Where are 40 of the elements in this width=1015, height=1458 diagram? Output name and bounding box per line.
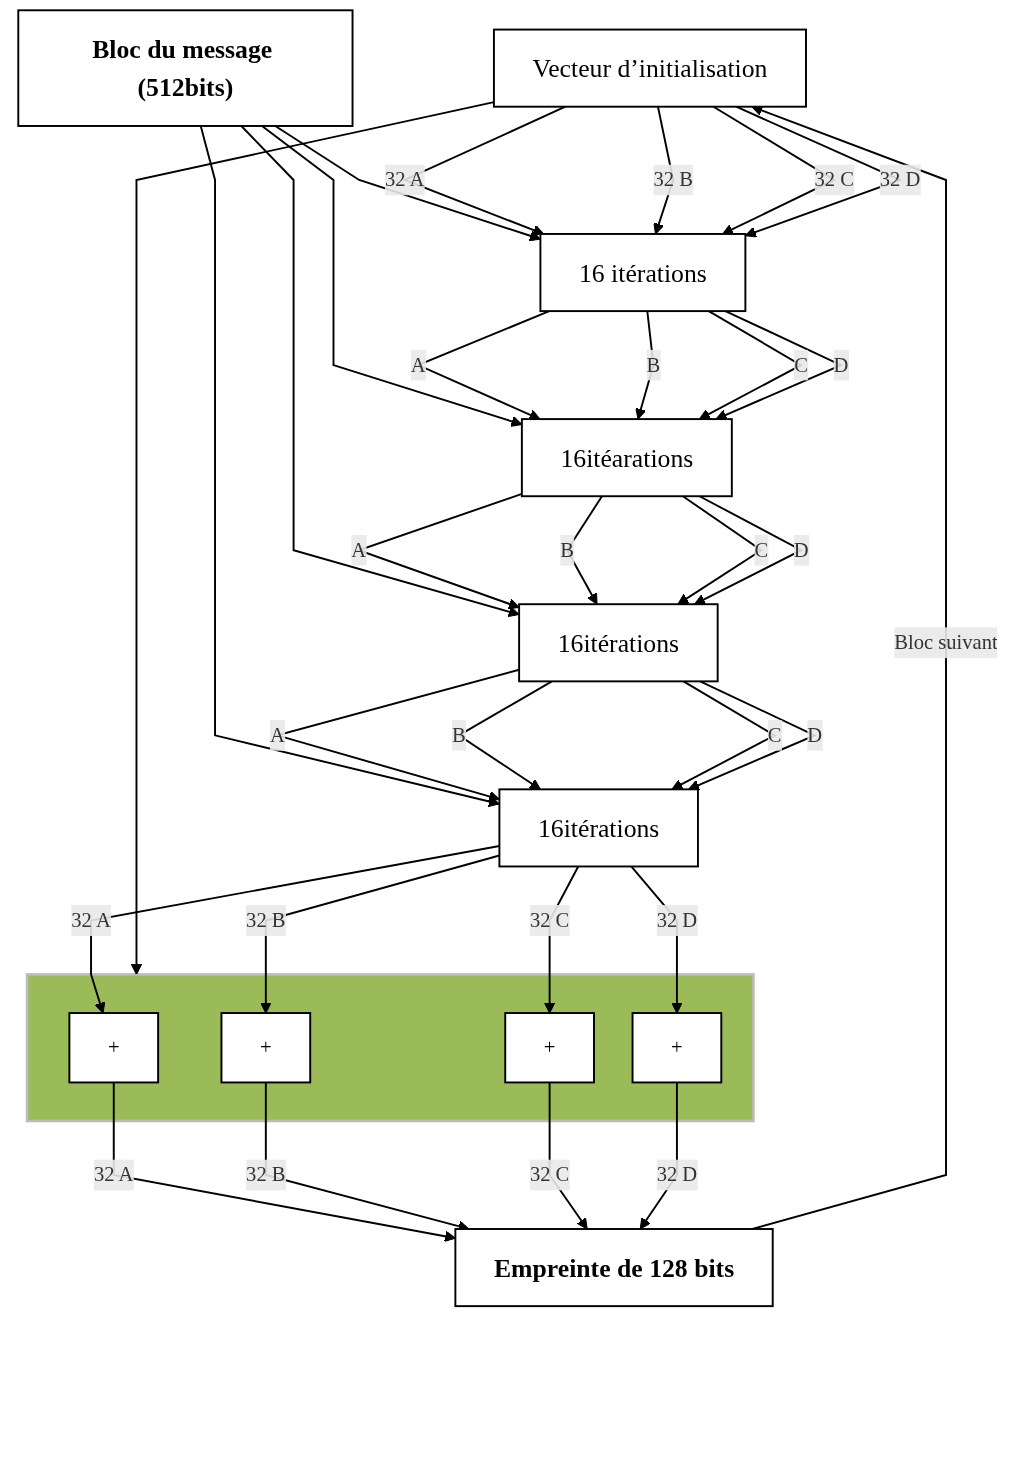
edge-label: 32 A [93, 1163, 133, 1186]
arrow [260, 125, 522, 427]
edge-label: 32 C [529, 1163, 569, 1186]
edge-label: 32 A [70, 908, 111, 931]
node-box: 16itérations [517, 603, 719, 683]
cluster [25, 973, 755, 1123]
edge-label: 32 B [245, 1163, 286, 1186]
node-box: + [503, 1012, 595, 1084]
node-box: + [631, 1012, 722, 1084]
edge-label: 32 B [652, 168, 693, 191]
node-box: 16itérations [497, 788, 699, 868]
edge-label: C [753, 538, 768, 561]
edge-label: 32 B [245, 908, 286, 931]
edge-label: 32 D [656, 908, 697, 931]
edge-label: 32 C [529, 908, 569, 931]
edge-label: B [559, 538, 574, 561]
edge-label: 32 C [814, 168, 854, 191]
node-box: 16 itérations [538, 233, 746, 313]
node-box: + [220, 1012, 311, 1084]
edge-label: 32 D [879, 168, 920, 191]
node-box: Vecteur d’initialisation [492, 28, 807, 108]
node-box: Empreinte de 128 bits [453, 1228, 774, 1308]
edge-label: C [767, 723, 782, 746]
node-box: Bloc du message (512bits) [16, 9, 353, 127]
edge-label: D [833, 353, 848, 376]
edge-label: A [350, 538, 366, 561]
node-box: + [67, 1012, 159, 1084]
arrow [750, 105, 947, 1230]
edge-label: B [646, 353, 660, 376]
edge-label: A [269, 723, 285, 746]
node-box: 16itéarations [520, 418, 733, 498]
edge-label: D [806, 723, 822, 746]
edge-label: B [451, 723, 466, 746]
edge-label: 32 D [656, 1163, 697, 1186]
arrow [239, 125, 520, 618]
edge-label: 32 A [384, 168, 424, 191]
edge-label: Bloc suivant [893, 631, 998, 654]
edge-label: D [793, 538, 809, 561]
edge-label: A [410, 353, 426, 376]
edge-label: C [793, 353, 808, 376]
